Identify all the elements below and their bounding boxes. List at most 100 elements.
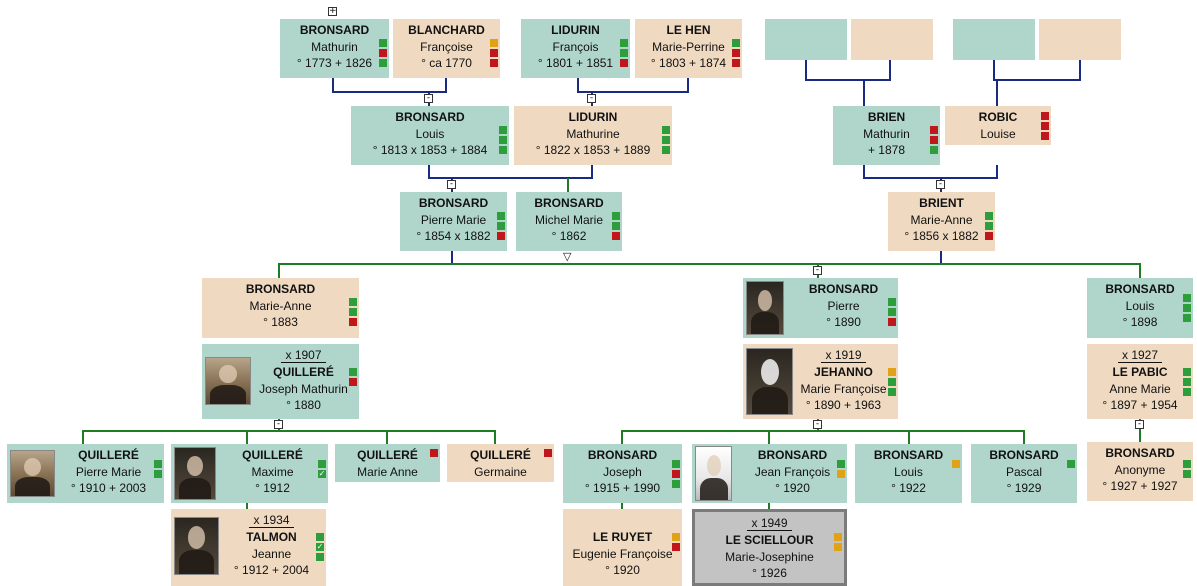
status-flag-icon xyxy=(497,232,505,240)
life-dates: ° 1912 + 2004 xyxy=(233,563,310,577)
status-flag-icon xyxy=(1183,314,1191,322)
collapse-toggle-icon[interactable]: - xyxy=(813,266,822,275)
status-flag-icon xyxy=(672,470,680,478)
status-flags xyxy=(544,449,552,457)
expand-toggle-icon[interactable]: + xyxy=(328,6,337,16)
portrait-photo xyxy=(746,281,784,335)
status-flag-icon xyxy=(672,460,680,468)
status-flag-icon xyxy=(620,59,628,67)
status-flag-icon xyxy=(1041,112,1049,120)
collapse-toggle-icon[interactable]: - xyxy=(587,94,596,103)
person-unknown-1[interactable] xyxy=(765,19,847,60)
status-flag-icon xyxy=(154,470,162,478)
status-flag-icon xyxy=(154,460,162,468)
status-flag-icon xyxy=(1183,368,1191,376)
status-flag-icon xyxy=(490,39,498,47)
given-name: Mathurin xyxy=(311,39,358,54)
checked-flag-icon: ✓ xyxy=(318,469,326,478)
person-unknown-4[interactable] xyxy=(1039,19,1121,60)
collapse-toggle-icon[interactable]: - xyxy=(274,420,283,429)
surname: BRONSARD xyxy=(395,110,465,124)
down-triangle-icon[interactable]: ▽ xyxy=(563,250,572,263)
life-dates: ° 1890 + 1963 xyxy=(805,398,882,412)
surname: LIDURIN xyxy=(551,23,600,37)
life-dates: ° 1856 x 1882 xyxy=(904,229,979,243)
status-flag-icon xyxy=(612,222,620,230)
given-name: Françoise xyxy=(420,39,473,54)
collapse-toggle-icon[interactable]: - xyxy=(447,180,456,189)
status-flag-icon xyxy=(490,49,498,57)
given-name: Joseph Mathurin xyxy=(259,381,348,396)
person-unknown-3[interactable] xyxy=(953,19,1035,60)
collapse-toggle-icon[interactable]: - xyxy=(936,180,945,189)
status-flag-icon xyxy=(316,533,324,541)
person-unknown-2[interactable] xyxy=(851,19,933,60)
status-flags xyxy=(490,39,498,67)
status-flag-icon xyxy=(544,449,552,457)
life-dates: ° 1926 xyxy=(752,566,787,580)
collapse-toggle-icon[interactable]: - xyxy=(1135,420,1144,429)
status-flag-icon xyxy=(888,378,896,386)
status-flag-icon xyxy=(1183,460,1191,468)
surname: QUILLERÉ xyxy=(242,448,303,462)
status-flags xyxy=(1183,294,1191,322)
status-flag-icon xyxy=(672,480,680,488)
given-name: Jean François xyxy=(754,464,831,479)
status-flag-icon xyxy=(930,136,938,144)
portrait-photo xyxy=(695,446,732,501)
life-dates: ° 1822 x 1853 + 1889 xyxy=(535,143,651,157)
status-flag-icon xyxy=(985,222,993,230)
collapse-toggle-icon[interactable]: - xyxy=(424,94,433,103)
status-flag-icon xyxy=(379,59,387,67)
portrait-photo xyxy=(10,450,55,497)
life-dates: ° 1890 xyxy=(826,315,861,329)
status-flags xyxy=(620,39,628,67)
status-flag-icon xyxy=(499,136,507,144)
given-name: Maxime xyxy=(251,464,294,479)
status-flag-icon xyxy=(672,533,680,541)
status-flags xyxy=(1041,112,1049,140)
status-flag-icon xyxy=(888,388,896,396)
portrait-photo xyxy=(174,517,219,575)
marriage-year: x 1919 xyxy=(789,347,898,364)
surname: BRIEN xyxy=(867,110,906,124)
checked-flag-icon: ✓ xyxy=(316,542,324,551)
status-flag-icon xyxy=(499,146,507,154)
status-flag-icon xyxy=(1183,388,1191,396)
surname: BRONSARD xyxy=(534,196,604,210)
surname: BLANCHARD xyxy=(408,23,485,37)
life-dates: ° 1910 + 2003 xyxy=(70,481,147,495)
given-name: Michel Marie xyxy=(534,212,603,227)
status-flag-icon xyxy=(1183,378,1191,386)
collapse-toggle-icon[interactable]: - xyxy=(813,420,822,429)
